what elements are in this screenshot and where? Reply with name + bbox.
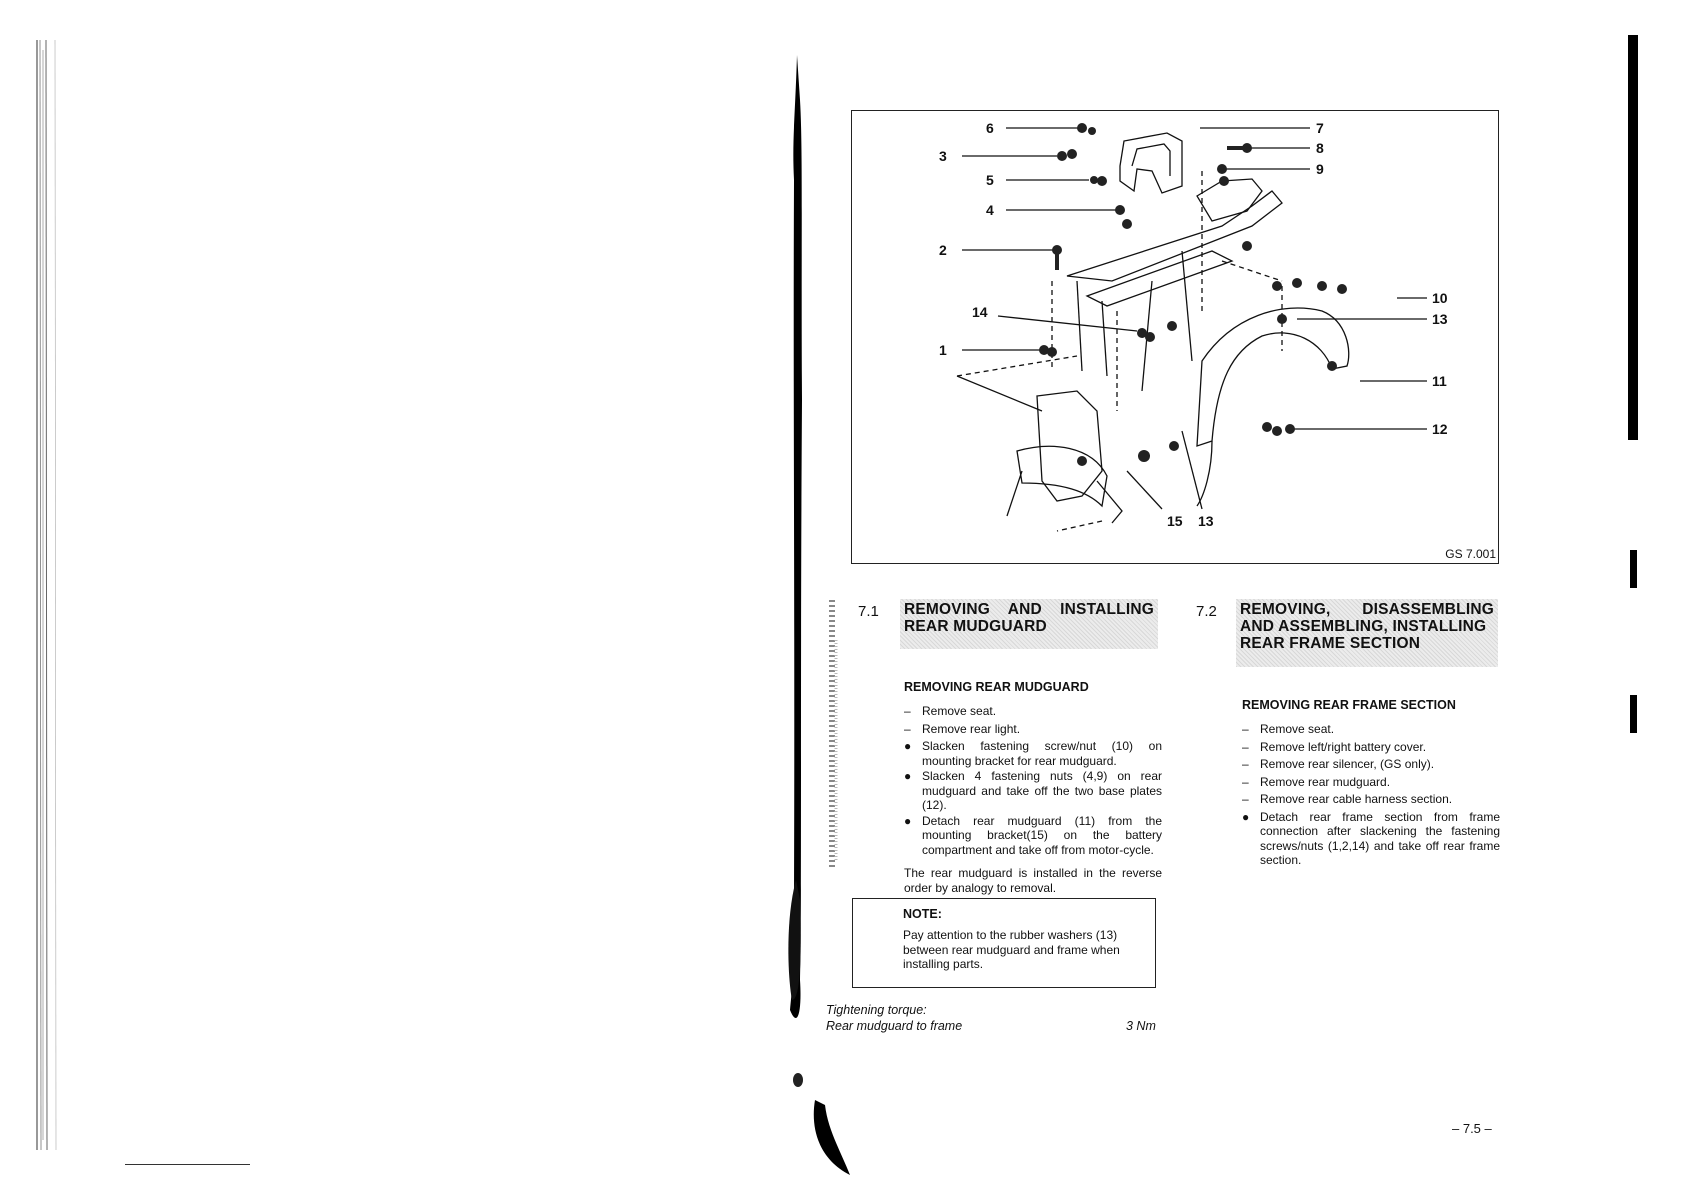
- scan-edge-artifact: [36, 40, 57, 1150]
- callout-9: 9: [1316, 161, 1324, 177]
- list-item: ●Detach rear mudguard (11) from the moun…: [904, 813, 1162, 857]
- callout-10: 10: [1432, 290, 1448, 306]
- callout-2: 2: [939, 242, 947, 258]
- callout-6: 6: [986, 120, 994, 136]
- section-71-steps: –Remove seat. –Remove rear light. ●Slack…: [904, 704, 1162, 860]
- section-72-title-line2: AND ASSEMBLING, INSTALLING: [1240, 618, 1487, 635]
- callout-3: 3: [939, 148, 947, 164]
- list-item: –Remove rear cable harness section.: [1242, 792, 1453, 806]
- section-71-subhead: REMOVING REAR MUDGUARD: [904, 680, 1089, 694]
- list-item: –Remove seat.: [1242, 722, 1335, 736]
- torque-item: Rear mudguard to frame: [826, 1019, 963, 1033]
- list-item: –Remove rear light.: [904, 721, 1021, 736]
- torque-heading: Tightening torque:: [826, 1003, 927, 1017]
- callout-8: 8: [1316, 140, 1324, 156]
- scan-edge-mark: [1630, 550, 1637, 588]
- page-number: – 7.5 –: [1452, 1121, 1492, 1136]
- list-item: –Remove rear mudguard.: [1242, 774, 1391, 789]
- section-72-subhead: REMOVING REAR FRAME SECTION: [1242, 698, 1456, 712]
- section-72-number: 7.2: [1196, 603, 1217, 620]
- list-item: ●Slacken fastening screw/nut (10) on mou…: [904, 739, 1162, 768]
- scan-edge-mark: [1630, 695, 1637, 733]
- install-text: The rear mudguard is installed in the re…: [904, 866, 1162, 895]
- callout-1: 1: [939, 342, 947, 358]
- section-72-title-line1: REMOVING, DISASSEMBLING: [1240, 601, 1494, 618]
- list-item: –Remove rear silencer, (GS only).: [1242, 757, 1435, 771]
- note-heading: NOTE:: [903, 907, 942, 921]
- note-box: NOTE: Pay attention to the rubber washer…: [852, 898, 1156, 988]
- section-72-title: REMOVING, DISASSEMBLING AND ASSEMBLING, …: [1236, 599, 1498, 667]
- callout-4: 4: [986, 202, 994, 218]
- callout-13b: 13: [1198, 513, 1214, 529]
- callout-7: 7: [1316, 120, 1324, 136]
- list-item: –Remove seat.: [904, 704, 997, 718]
- list-item: ●Detach rear frame section from frame co…: [1242, 809, 1500, 868]
- section-71-title: REMOVING AND INSTALLING REAR MUDGUARD: [900, 599, 1158, 649]
- exploded-view-figure: 6 3 5 4 2 14 1 7 8 9 10 13 11 12 15 13 G…: [851, 110, 1499, 564]
- section-71-title-line2: REAR MUDGUARD: [904, 618, 1047, 635]
- callout-5: 5: [986, 172, 994, 188]
- list-item: –Remove left/right battery cover.: [1242, 739, 1427, 754]
- callout-15: 15: [1167, 513, 1183, 529]
- torque-value: 3 Nm: [1126, 1019, 1156, 1033]
- book-spine-shadow: [788, 55, 850, 1175]
- scan-line-artifact: [125, 1164, 250, 1165]
- figure-code: GS 7.001: [1445, 547, 1496, 561]
- section-71-title-line1: REMOVING AND INSTALLING: [904, 601, 1154, 618]
- section-71-number: 7.1: [858, 603, 879, 620]
- callout-13: 13: [1432, 311, 1448, 327]
- scan-edge-bar: [1628, 35, 1638, 440]
- list-item: ●Slacken 4 fastening nuts (4,9) on rear …: [904, 769, 1162, 812]
- note-text: Pay attention to the rubber washers (13)…: [903, 928, 1120, 971]
- section-72-title-line3: REAR FRAME SECTION: [1240, 635, 1421, 652]
- callout-14: 14: [972, 304, 988, 320]
- callout-11: 11: [1432, 373, 1447, 389]
- section-72-steps: –Remove seat. –Remove left/right battery…: [1242, 722, 1500, 871]
- rear-frame-exploded-drawing: 6 3 5 4 2 14 1 7 8 9 10 13 11 12 15 13: [939, 120, 1448, 532]
- callout-12: 12: [1432, 421, 1448, 437]
